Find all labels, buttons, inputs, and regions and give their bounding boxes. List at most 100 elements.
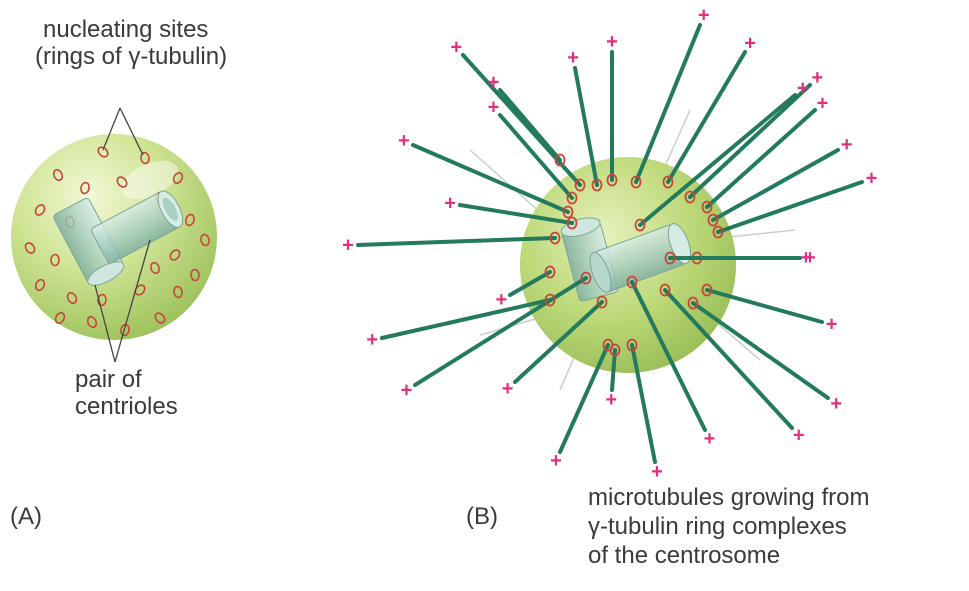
microtubule <box>666 50 747 184</box>
panel-b-label: (B) <box>466 503 498 530</box>
plus-end-sign: + <box>704 428 716 450</box>
panel-a-centrosome <box>11 107 217 363</box>
microtubule <box>356 236 557 247</box>
gamma-tubulin-ring <box>52 168 64 182</box>
gamma-tubulin-ring <box>140 151 150 165</box>
gamma-tubulin-ring <box>626 338 638 352</box>
gamma-tubulin-ring <box>596 295 608 309</box>
gamma-tubulin-ring <box>707 213 719 227</box>
gamma-tubulin-ring <box>662 175 674 189</box>
nucleating-label-line-1: nucleating sites <box>43 16 209 43</box>
gamma-tubulin-ring <box>116 176 128 188</box>
gamma-tubulin-ring <box>701 200 713 214</box>
gamma-tubulin-ring <box>172 172 184 184</box>
centriole-pair-b <box>560 217 692 302</box>
gamma-tubulin-ring <box>580 271 592 285</box>
gamma-tubulin-ring <box>544 293 556 307</box>
microtubule <box>705 108 817 209</box>
centriole-pair-a <box>53 190 184 286</box>
nucleating-sites-label: nucleating sites (rings of γ-tubulin) <box>35 16 295 70</box>
microtubule <box>498 88 562 162</box>
plus-end-sign: + <box>444 192 456 214</box>
nucleating-label-line-2: (rings of γ-tubulin) <box>35 43 228 70</box>
gamma-tubulin-ring <box>80 181 90 195</box>
microtubule <box>638 93 797 227</box>
gamma-tubulin-ring <box>562 205 574 219</box>
plus-end-sign: + <box>744 32 756 54</box>
microtubule <box>573 66 599 187</box>
microtubule <box>688 83 812 199</box>
plus-end-sign: + <box>826 314 838 336</box>
gamma-tubulin-ring <box>664 251 676 265</box>
gamma-tubulin-ring <box>712 225 724 239</box>
panel-b-centrosome: ++++++++++++++++++++++++++++ <box>342 5 877 483</box>
caption-line-2: γ-tubulin ring complexes <box>588 513 847 540</box>
plus-end-sign: + <box>804 247 816 269</box>
plus-end-sign: + <box>366 329 378 351</box>
gamma-tubulin-ring <box>609 343 621 357</box>
callout-lines-a <box>94 107 151 363</box>
plus-end-sign: + <box>398 130 410 152</box>
microtubule <box>508 270 552 297</box>
plus-end-sign: + <box>651 461 663 483</box>
gamma-tubulin-ring <box>701 283 713 297</box>
plus-end-sign: + <box>401 379 413 401</box>
plus-end-sign: + <box>811 67 823 89</box>
microtubule <box>610 348 617 392</box>
gamma-tubulin-ring <box>34 278 46 292</box>
plus-end-sign: + <box>866 168 878 190</box>
microtubule <box>716 180 864 234</box>
plus-end-sign: + <box>797 78 809 100</box>
microtubules <box>356 23 864 464</box>
gamma-tubulin-ring <box>659 283 671 297</box>
gamma-tubulin-ring <box>86 315 98 329</box>
plus-end-sign: + <box>567 47 579 69</box>
microtubule <box>411 143 570 214</box>
microtubule <box>413 276 588 387</box>
gamma-tubulin-ring <box>190 268 200 282</box>
gamma-tubulin-ring <box>574 178 586 192</box>
plus-end-sign: + <box>488 96 500 118</box>
gamma-tubulin-ring <box>566 191 578 205</box>
centrioles-label-line-2: centrioles <box>75 393 178 420</box>
plus-end-sign: + <box>698 5 710 27</box>
gamma-tubulin-ring <box>154 312 166 324</box>
plus-end-sign: + <box>488 71 500 93</box>
caption-line-3: of the centrosome <box>588 542 781 569</box>
microtubule <box>461 53 582 187</box>
microtubules-caption: microtubules growing from γ-tubulin ring… <box>588 483 963 570</box>
gamma-tubulin-ring <box>169 249 181 261</box>
plus-end-sign: + <box>817 92 829 114</box>
plus-ends: ++++++++++++++++++++++++++++ <box>342 5 877 483</box>
gamma-tubulin-ring <box>591 178 603 192</box>
microtubule <box>380 298 552 340</box>
gamma-tubulin-ring <box>606 173 618 187</box>
gamma-tubulin-ring <box>97 293 107 307</box>
centrioles-label-line-1: pair of <box>75 366 142 393</box>
microtubule <box>458 203 574 225</box>
gamma-tubulin-ring <box>66 292 78 304</box>
microtubule <box>691 301 830 400</box>
microtubule <box>498 113 574 200</box>
gamma-tubulin-ring <box>630 175 642 189</box>
gamma-tubulin-ring <box>97 146 109 158</box>
plus-end-sign: + <box>800 247 812 269</box>
gamma-tubulin-ring <box>149 261 161 275</box>
plus-end-sign: + <box>605 389 617 411</box>
gamma-tubulin-ring <box>554 153 566 167</box>
microtubule <box>630 343 657 464</box>
microtubule <box>634 23 702 184</box>
gamma-tubulin-ring <box>200 233 210 247</box>
plus-end-sign: + <box>793 424 805 446</box>
sphere-highlight-a <box>121 160 179 200</box>
gamma-tubulin-ring <box>566 216 578 230</box>
panel-a-label: (A) <box>10 503 42 530</box>
gamma-tubulin-ring <box>684 190 696 204</box>
microtubule <box>663 288 794 430</box>
gamma-tubulin-ring <box>173 285 183 299</box>
gamma-tubulin-ring <box>549 231 561 245</box>
plus-end-sign: + <box>841 134 853 156</box>
microtubule <box>558 343 610 454</box>
